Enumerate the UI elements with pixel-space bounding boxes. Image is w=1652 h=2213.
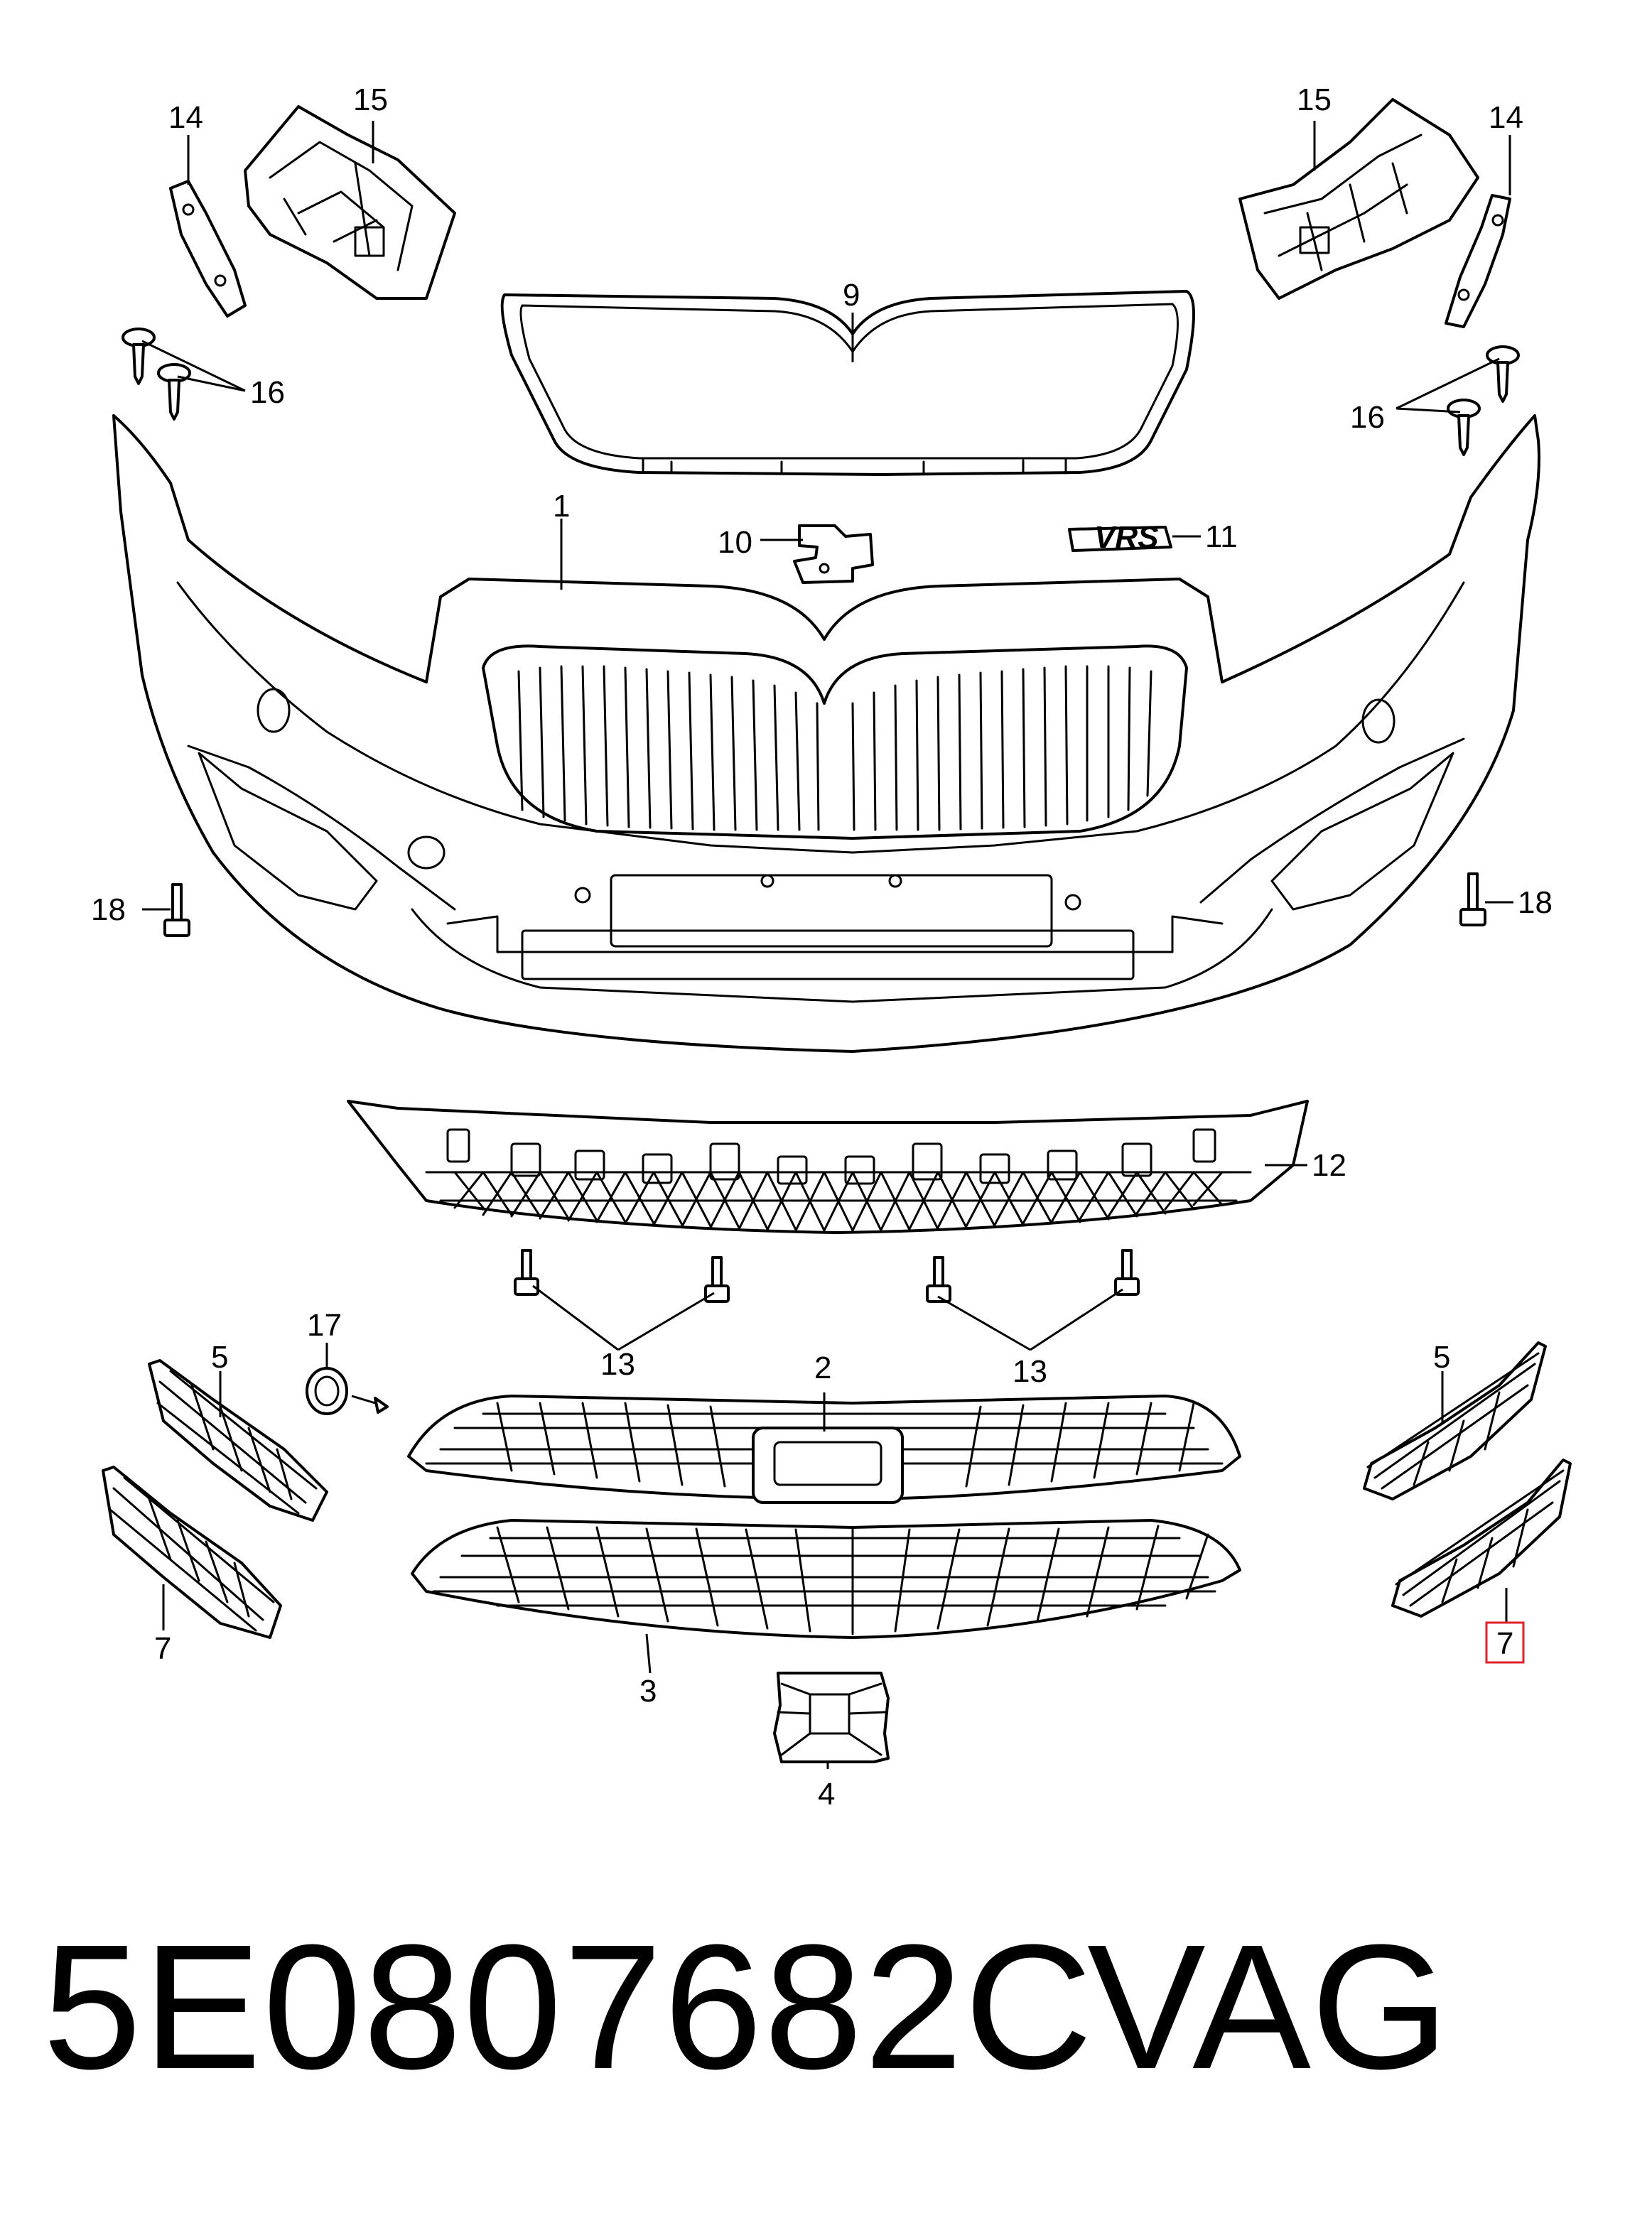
label-5-left: 5 — [211, 1340, 228, 1375]
label-13-right: 13 — [1013, 1354, 1047, 1389]
label-18-left: 18 — [91, 892, 126, 927]
label-1: 1 — [553, 489, 570, 524]
bracket-15-right — [1238, 98, 1479, 300]
side-grille-7-right — [1391, 1459, 1572, 1618]
emblem-11: VRS — [1068, 520, 1172, 555]
label-7-right: 7 — [1496, 1626, 1513, 1661]
label-7-right-highlight — [1485, 1621, 1525, 1664]
grille-frame-9 — [500, 290, 1195, 476]
bumper-1 — [112, 414, 1540, 1053]
bracket-10 — [793, 524, 874, 584]
label-7-left: 7 — [154, 1631, 171, 1666]
label-10: 10 — [718, 525, 752, 560]
ring-17 — [306, 1367, 389, 1415]
label-15-left: 15 — [353, 82, 388, 117]
screw-16-left-b — [157, 363, 191, 421]
label-5-right: 5 — [1433, 1340, 1450, 1375]
part-number: 5E0807682C — [43, 1908, 1094, 2106]
label-16-right: 16 — [1350, 400, 1385, 435]
screw-18-right — [1459, 872, 1486, 926]
label-2: 2 — [814, 1351, 831, 1385]
bolt-13-d — [1114, 1249, 1140, 1296]
label-17: 17 — [307, 1308, 342, 1343]
screw-16-right-a — [1486, 345, 1520, 403]
strip-14-right — [1445, 194, 1511, 328]
label-13-left: 13 — [600, 1347, 635, 1382]
screw-16-left-a — [122, 328, 156, 385]
label-11: 11 — [1205, 519, 1238, 554]
leader-lines — [141, 121, 1513, 1769]
label-3: 3 — [639, 1674, 657, 1709]
label-18-right: 18 — [1518, 885, 1553, 920]
side-grille-5-left — [148, 1359, 328, 1522]
bolt-13-c — [926, 1256, 951, 1303]
side-grille-7-left — [102, 1466, 282, 1639]
screw-16-right-b — [1447, 399, 1481, 456]
insert-4 — [773, 1672, 890, 1763]
label-14-left: 14 — [168, 100, 203, 135]
label-4: 4 — [818, 1777, 835, 1812]
label-12: 12 — [1312, 1148, 1346, 1183]
grille-3 — [411, 1519, 1241, 1639]
strip-14-left — [169, 180, 247, 318]
bolt-13-a — [514, 1249, 539, 1296]
label-14-right: 14 — [1489, 100, 1523, 135]
emblem-text: VRS — [1094, 520, 1158, 555]
reinforcement-12 — [347, 1100, 1309, 1234]
bracket-15-left — [244, 105, 456, 300]
label-16-left: 16 — [250, 375, 285, 410]
label-15-right: 15 — [1297, 82, 1332, 117]
screw-18-left — [163, 883, 190, 937]
label-9: 9 — [843, 278, 860, 313]
brand-name: VAG — [1087, 1908, 1449, 2106]
part-labels: 1 2 3 4 5 5 7 7 9 10 11 12 13 13 14 14 1… — [91, 82, 1553, 1812]
bolt-13-b — [704, 1256, 730, 1303]
side-grille-5-right — [1363, 1341, 1547, 1500]
